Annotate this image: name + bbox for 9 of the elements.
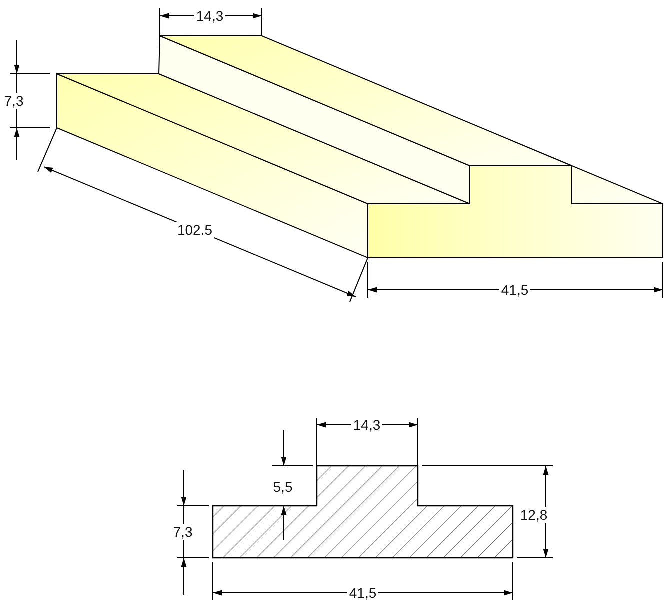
dimension-label: 5,5 bbox=[271, 479, 295, 495]
dimension-label: 41,5 bbox=[499, 282, 531, 298]
dimension-label: 7,3 bbox=[171, 524, 195, 540]
dimension-label: 102.5 bbox=[175, 222, 215, 238]
dimension-label: 14,3 bbox=[194, 8, 226, 24]
dimension-label: 12,8 bbox=[518, 507, 550, 523]
dimension-label: 14,3 bbox=[351, 417, 383, 433]
dimension-label: 7,3 bbox=[2, 93, 26, 109]
dimension-label: 41,5 bbox=[347, 585, 379, 601]
